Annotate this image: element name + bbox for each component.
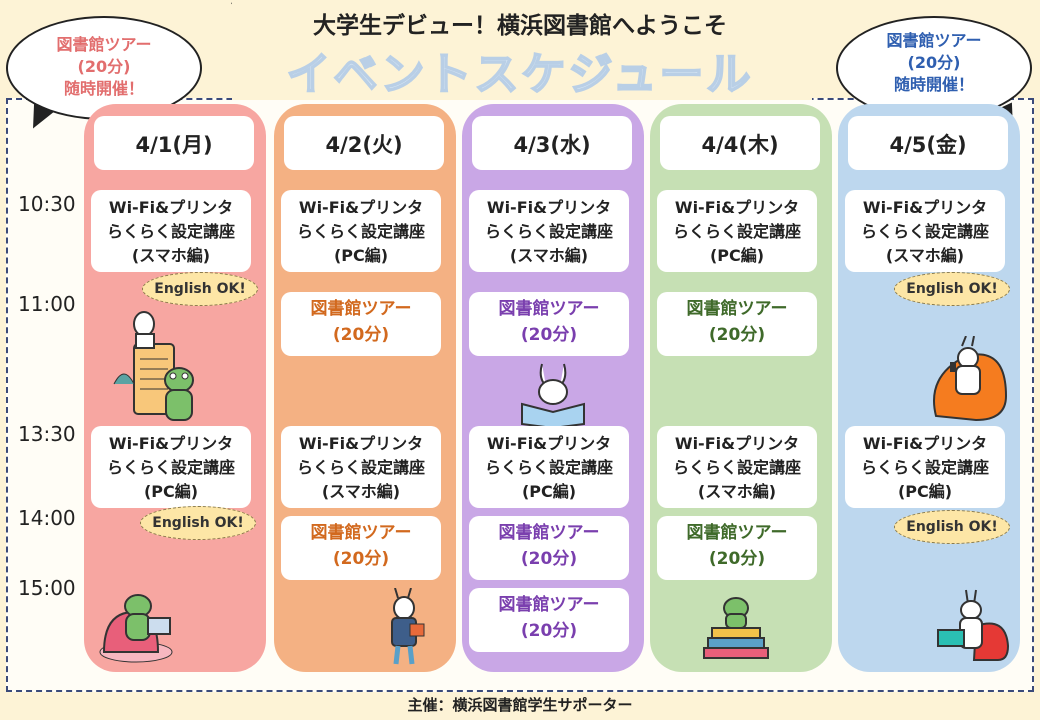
tour-duration: (20分) bbox=[332, 549, 390, 569]
session-title: Wi-Fi&プリンタ bbox=[486, 198, 612, 217]
frog-books-icon bbox=[703, 597, 769, 659]
day-column-fri: 4/5(金) Wi-Fi&プリンタ らくらく設定講座 (スマホ編) Englis… bbox=[838, 104, 1020, 672]
frog-icon bbox=[164, 367, 194, 421]
session-title: Wi-Fi&プリンタ bbox=[108, 434, 234, 453]
page-title: イベントスケジュール bbox=[286, 48, 754, 101]
day-header: 4/2(火) bbox=[284, 116, 444, 170]
day-column-mon: 4/1(月) Wi-Fi&プリンタ らくらく設定講座 (スマホ編) Englis… bbox=[84, 104, 266, 672]
session-card-morning[interactable]: Wi-Fi&プリンタ らくらく設定講座 (PC編) bbox=[281, 190, 441, 272]
session-title: Wi-Fi&プリンタ bbox=[298, 434, 424, 453]
tour-card[interactable]: 図書館ツアー (20分) bbox=[469, 292, 629, 356]
session-card-afternoon[interactable]: Wi-Fi&プリンタ らくらく設定講座 (スマホ編) bbox=[281, 426, 441, 508]
session-title: らくらく設定講座 bbox=[106, 222, 235, 241]
session-type: (PC編) bbox=[143, 482, 199, 501]
tour-title: 図書館ツアー bbox=[310, 523, 412, 543]
time-label: 15:00 bbox=[18, 576, 76, 600]
tour-card[interactable]: 図書館ツアー (20分) bbox=[469, 588, 629, 652]
session-type: (スマホ編) bbox=[509, 246, 589, 265]
day-column-tue: 4/2(火) Wi-Fi&プリンタ らくらく設定講座 (PC編) 図書館ツアー … bbox=[274, 104, 456, 672]
title-area bbox=[232, 0, 812, 100]
session-type: (PC編) bbox=[333, 246, 389, 265]
rabbit-beanbag-icon bbox=[933, 336, 1008, 422]
bubble-line: 随時開催！ bbox=[63, 79, 144, 98]
tour-duration: (20分) bbox=[520, 621, 578, 641]
english-ok-badge: English OK! bbox=[894, 510, 1010, 544]
day-column-wed: 4/3(水) Wi-Fi&プリンタ らくらく設定講座 (スマホ編) 図書館ツアー… bbox=[462, 104, 644, 672]
tour-duration: (20分) bbox=[708, 549, 766, 569]
session-title: Wi-Fi&プリンタ bbox=[674, 434, 800, 453]
session-type: (スマホ編) bbox=[321, 482, 401, 501]
tour-card[interactable]: 図書館ツアー (20分) bbox=[657, 516, 817, 580]
session-title: らくらく設定講座 bbox=[296, 222, 425, 241]
session-card-afternoon[interactable]: Wi-Fi&プリンタ らくらく設定講座 (PC編) bbox=[469, 426, 629, 508]
tour-title: 図書館ツアー bbox=[498, 595, 600, 615]
session-card-afternoon[interactable]: Wi-Fi&プリンタ らくらく設定講座 (PC編) bbox=[91, 426, 251, 508]
session-title: らくらく設定講座 bbox=[672, 458, 801, 477]
tour-bubble-right: 図書館ツアー (20分) 随時開催！ bbox=[836, 16, 1032, 134]
tour-card[interactable]: 図書館ツアー (20分) bbox=[281, 292, 441, 356]
day-header: 4/1(月) bbox=[94, 116, 254, 170]
session-card-morning[interactable]: Wi-Fi&プリンタ らくらく設定講座 (スマホ編) bbox=[469, 190, 629, 272]
session-title: らくらく設定講座 bbox=[484, 222, 613, 241]
time-label: 10:30 bbox=[18, 192, 76, 216]
session-title: らくらく設定講座 bbox=[860, 458, 989, 477]
tour-card[interactable]: 図書館ツアー (20分) bbox=[469, 516, 629, 580]
session-type: (スマホ編) bbox=[885, 246, 965, 265]
session-type: (PC編) bbox=[897, 482, 953, 501]
organizer-footer: 主催：横浜図書館学生サポーター bbox=[407, 696, 633, 714]
tour-duration: (20分) bbox=[332, 325, 390, 345]
rabbit-book-icon bbox=[391, 588, 425, 665]
day-column-thu: 4/4(木) Wi-Fi&プリンタ らくらく設定講座 (PC編) 図書館ツアー … bbox=[650, 104, 832, 672]
tour-title: 図書館ツアー bbox=[498, 523, 600, 543]
bubble-line: 随時開催！ bbox=[893, 75, 974, 94]
time-label: 11:00 bbox=[18, 292, 76, 316]
session-title: らくらく設定講座 bbox=[484, 458, 613, 477]
bubble-line: (20分) bbox=[907, 53, 961, 72]
session-card-morning[interactable]: Wi-Fi&プリンタ らくらく設定講座 (スマホ編) bbox=[91, 190, 251, 272]
session-title: らくらく設定講座 bbox=[860, 222, 989, 241]
bubble-line: (20分) bbox=[77, 57, 131, 76]
rabbit-reading-book-icon bbox=[521, 363, 585, 428]
day-header: 4/3(水) bbox=[472, 116, 632, 170]
day-header: 4/4(木) bbox=[660, 116, 820, 170]
bubble-line: 図書館ツアー bbox=[886, 31, 982, 50]
tour-card[interactable]: 図書館ツアー (20分) bbox=[281, 516, 441, 580]
session-title: らくらく設定講座 bbox=[296, 458, 425, 477]
session-type: (スマホ編) bbox=[131, 246, 211, 265]
session-card-morning[interactable]: Wi-Fi&プリンタ らくらく設定講座 (PC編) bbox=[657, 190, 817, 272]
tour-title: 図書館ツアー bbox=[310, 299, 412, 319]
english-ok-badge: English OK! bbox=[142, 272, 258, 306]
frog-laptop-icon bbox=[99, 594, 173, 663]
session-type: (PC編) bbox=[521, 482, 577, 501]
tour-title: 図書館ツアー bbox=[498, 299, 600, 319]
session-title: Wi-Fi&プリンタ bbox=[862, 434, 988, 453]
bubble-line: 図書館ツアー bbox=[56, 35, 152, 54]
session-title: らくらく設定講座 bbox=[672, 222, 801, 241]
session-type: (スマホ編) bbox=[697, 482, 777, 501]
session-title: Wi-Fi&プリンタ bbox=[486, 434, 612, 453]
session-type: (PC編) bbox=[709, 246, 765, 265]
english-ok-badge: English OK! bbox=[140, 506, 256, 540]
tour-title: 図書館ツアー bbox=[686, 299, 788, 319]
day-header: 4/5(金) bbox=[848, 116, 1008, 170]
tour-duration: (20分) bbox=[708, 325, 766, 345]
session-title: Wi-Fi&プリンタ bbox=[298, 198, 424, 217]
rabbit-reading-sign-icon bbox=[113, 311, 175, 415]
session-title: らくらく設定講座 bbox=[106, 458, 235, 477]
tour-title: 図書館ツアー bbox=[686, 523, 788, 543]
rabbit-laptop-icon bbox=[937, 589, 1010, 661]
english-ok-badge: English OK! bbox=[894, 272, 1010, 306]
time-label: 14:00 bbox=[18, 506, 76, 530]
session-title: Wi-Fi&プリンタ bbox=[862, 198, 988, 217]
time-label: 13:30 bbox=[18, 422, 76, 446]
session-title: Wi-Fi&プリンタ bbox=[674, 198, 800, 217]
session-card-morning[interactable]: Wi-Fi&プリンタ らくらく設定講座 (スマホ編) bbox=[845, 190, 1005, 272]
tour-duration: (20分) bbox=[520, 325, 578, 345]
session-title: Wi-Fi&プリンタ bbox=[108, 198, 234, 217]
tour-card[interactable]: 図書館ツアー (20分) bbox=[657, 292, 817, 356]
tour-duration: (20分) bbox=[520, 549, 578, 569]
session-card-afternoon[interactable]: Wi-Fi&プリンタ らくらく設定講座 (スマホ編) bbox=[657, 426, 817, 508]
page-subtitle: 大学生デビュー！横浜図書館へようこそ bbox=[313, 13, 727, 39]
session-card-afternoon[interactable]: Wi-Fi&プリンタ らくらく設定講座 (PC編) bbox=[845, 426, 1005, 508]
